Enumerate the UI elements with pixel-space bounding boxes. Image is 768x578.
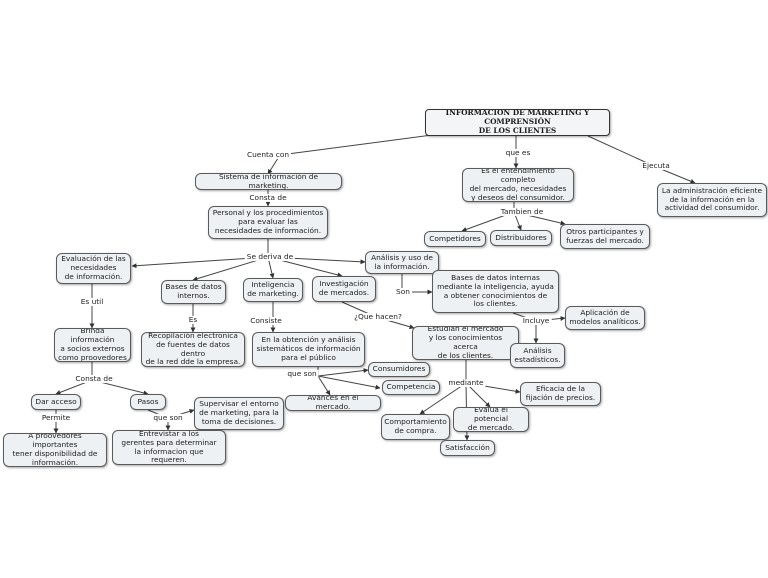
link-label-consta-de-2: Consta de xyxy=(73,373,115,384)
node-distribuidores[interactable]: Distribuidores xyxy=(490,230,552,246)
node-competencia[interactable]: Competencia xyxy=(382,380,440,395)
node-pasos[interactable]: Pasos xyxy=(130,394,166,410)
link-label-mediante: mediante xyxy=(446,377,486,388)
node-supervisar-entorno[interactable]: Supervisar el entorno de marketing, para… xyxy=(194,397,284,430)
node-satisfaccion[interactable]: Satisfacción xyxy=(440,440,495,456)
node-analisis-uso[interactable]: Análisis y uso de la información. xyxy=(365,251,439,274)
node-personal-procedimientos[interactable]: Personal y los procedimientos para evalu… xyxy=(208,206,328,239)
link-label-que-son: que son xyxy=(285,368,319,379)
connector-line xyxy=(419,382,467,415)
link-label-tambien-de: Tambien de xyxy=(498,206,546,217)
node-competidores[interactable]: Competidores xyxy=(424,231,486,247)
link-label-cuenta-con: Cuenta con xyxy=(244,149,292,160)
link-label-es-util: Es util xyxy=(78,296,106,307)
node-entrevistar-gerentes[interactable]: Entrevistar a los gerentes para determin… xyxy=(112,430,226,465)
link-label-que-hacen: ¿Que hacen? xyxy=(352,311,404,322)
link-label-es: Es xyxy=(186,314,200,325)
node-proveedores-importantes[interactable]: A proovedores importantes tener disponib… xyxy=(3,433,107,467)
connector-line xyxy=(317,375,331,396)
node-bases-datos-internas[interactable]: Bases de datos internas mediante la inte… xyxy=(432,270,559,313)
node-consumidores[interactable]: Consumidores xyxy=(368,362,430,377)
link-label-se-deriva-de: Se deriva de xyxy=(244,251,296,262)
node-bases-datos-internos[interactable]: Bases de datos internos. xyxy=(161,280,226,304)
connector-line xyxy=(279,134,433,156)
link-label-son: Son xyxy=(394,286,412,297)
connector-line xyxy=(587,135,657,168)
node-inteligencia-marketing[interactable]: Inteligencia de marketing. xyxy=(243,278,303,302)
node-investigacion-mercados[interactable]: Investigación de mercados. xyxy=(312,276,376,302)
node-avances-mercado[interactable]: Avances en el mercado. xyxy=(285,395,381,411)
node-recopilacion-electronica[interactable]: Recopilación electronica de fuentes de d… xyxy=(141,332,245,367)
link-label-incluye: Incluye xyxy=(520,315,552,326)
node-aplicacion-modelos[interactable]: Aplicación de modelos analíticos. xyxy=(565,306,645,330)
node-obtencion-analisis[interactable]: En la obtención y análisis sistemáticos … xyxy=(252,332,365,367)
node-dar-acceso[interactable]: Dar acceso xyxy=(31,394,81,410)
connector-line xyxy=(317,375,381,390)
connector-line xyxy=(317,368,369,377)
node-estudian-mercado[interactable]: Estudian el mercado y los conocimientos … xyxy=(412,326,519,360)
link-label-consta-de: Consta de xyxy=(247,192,289,203)
node-evalua-potencial[interactable]: Evalúa el potencial de mercado. xyxy=(453,407,529,432)
root-node-informacion-marketing[interactable]: INFORMACIÓN DE MARKETING Y COMPRENSIÓN D… xyxy=(425,109,610,136)
node-analisis-estadisticos[interactable]: Análisis estadísticos. xyxy=(510,343,565,368)
link-label-que-son-2: que son xyxy=(151,412,185,423)
node-comportamiento-compra[interactable]: Comportamiento de compra. xyxy=(381,414,450,440)
node-administracion-eficiente[interactable]: La administración eficiente de la inform… xyxy=(657,183,767,217)
node-otros-participantes[interactable]: Otros participantes y fuerzas del mercad… xyxy=(560,224,650,249)
link-label-consiste: Consiste xyxy=(248,315,284,326)
node-entendimiento[interactable]: Es el entendimiento completo del mercado… xyxy=(462,168,574,202)
link-label-permite: Permite xyxy=(39,412,73,423)
link-label-que-es: que es xyxy=(503,147,533,158)
node-brinda-informacion[interactable]: Brinda información a socios externos com… xyxy=(54,328,131,362)
node-eficacia-fijacion[interactable]: Eficacia de la fijación de precios. xyxy=(520,382,601,406)
link-label-ejecuta: Ejecuta xyxy=(640,160,672,171)
node-sistema-informacion[interactable]: Sistema de información de marketing. xyxy=(195,173,342,190)
node-evaluacion-necesidades[interactable]: Evaluación de las necesidades de informa… xyxy=(56,253,131,284)
